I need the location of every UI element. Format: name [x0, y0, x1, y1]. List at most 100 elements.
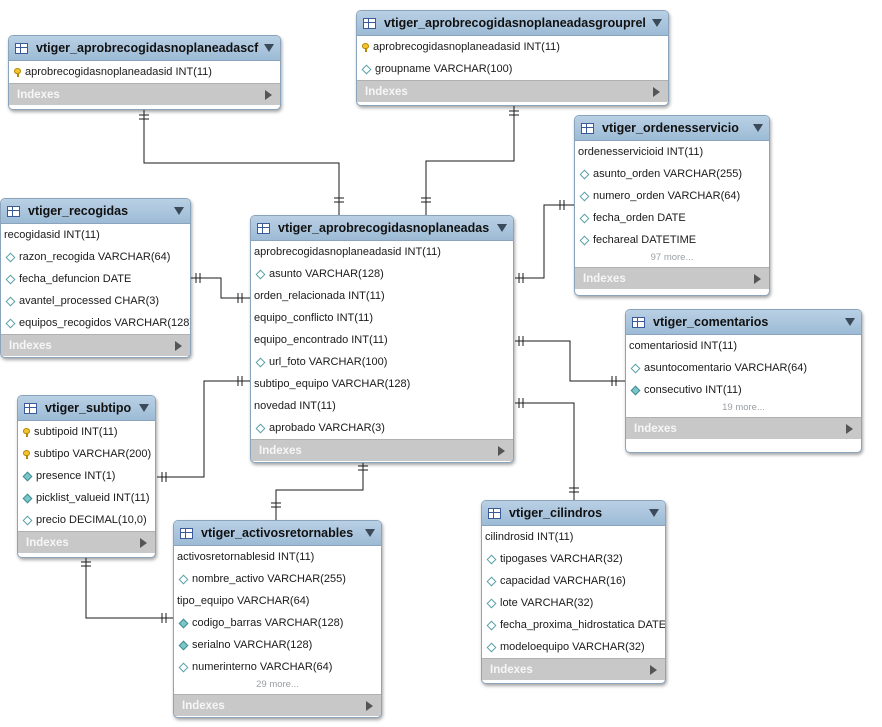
column-row[interactable]: equipo_conflicto INT(11) [251, 307, 513, 329]
table-menu-icon[interactable] [649, 509, 659, 517]
column-row[interactable]: subtipo VARCHAR(200) [18, 443, 155, 465]
column-label: serialno VARCHAR(128) [192, 639, 313, 651]
table-icon [632, 316, 645, 328]
more-columns-link[interactable]: 29 more... [256, 679, 299, 690]
column-row[interactable]: tipogases VARCHAR(32) [482, 548, 665, 570]
expand-arrow-icon[interactable] [498, 445, 505, 456]
column-row[interactable]: subtipoid INT(11) [18, 421, 155, 443]
table-header[interactable]: vtiger_cilindros [482, 501, 665, 526]
column-row[interactable]: modeloequipo VARCHAR(32) [482, 636, 665, 658]
table-menu-icon[interactable] [652, 19, 662, 27]
column-row[interactable]: url_foto VARCHAR(100) [251, 351, 513, 373]
table-header[interactable]: vtiger_subtipo [18, 396, 155, 421]
column-row[interactable]: fecha_proxima_hidrostatica DATE [482, 614, 665, 636]
more-columns-link[interactable]: 97 more... [650, 252, 694, 263]
column-row[interactable]: equipos_recogidos VARCHAR(128) [1, 312, 190, 334]
expand-arrow-icon[interactable] [265, 89, 272, 100]
column-row[interactable]: avantel_processed CHAR(3) [1, 290, 190, 312]
indexes-bar[interactable]: Indexes [626, 417, 861, 439]
indexes-bar[interactable]: Indexes [357, 80, 668, 102]
column-row[interactable]: asuntocomentario VARCHAR(64) [626, 357, 861, 379]
relationship-ordenes-main [515, 204, 575, 279]
table-comentarios[interactable]: vtiger_comentarios comentariosid INT(11)… [625, 309, 862, 453]
column-row[interactable]: orden_relacionada INT(11) [251, 285, 513, 307]
column-row[interactable]: equipo_encontrado INT(11) [251, 329, 513, 351]
column-row[interactable]: activosretornablesid INT(11) [174, 546, 381, 568]
expand-arrow-icon[interactable] [846, 423, 853, 434]
column-row[interactable]: aprobrecogidasnoplaneadasid INT(11) [9, 61, 280, 83]
column-row[interactable]: subtipo_equipo VARCHAR(128) [251, 373, 513, 395]
expand-arrow-icon[interactable] [175, 340, 182, 351]
column-row[interactable]: precio DECIMAL(10,0) [18, 509, 155, 531]
column-label: url_foto VARCHAR(100) [269, 356, 388, 368]
column-row[interactable]: groupname VARCHAR(100) [357, 58, 668, 80]
table-menu-icon[interactable] [497, 224, 507, 232]
expand-arrow-icon[interactable] [366, 700, 373, 711]
table-subtipo[interactable]: vtiger_subtipo subtipoid INT(11)subtipo … [17, 395, 156, 558]
column-row[interactable]: fechareal DATETIME [575, 229, 769, 251]
indexes-bar[interactable]: Indexes [18, 531, 155, 553]
column-row[interactable]: fecha_defuncion DATE [1, 268, 190, 290]
indexes-bar[interactable]: Indexes [482, 658, 665, 680]
table-aprobrecogidasnoplaneadasgrouprel[interactable]: vtiger_aprobrecogidasnoplaneadasgrouprel… [356, 10, 669, 106]
column-row[interactable]: picklist_valueid INT(11) [18, 487, 155, 509]
column-row[interactable]: numero_orden VARCHAR(64) [575, 185, 769, 207]
column-row[interactable]: recogidasid INT(11) [1, 224, 190, 246]
indexes-bar[interactable]: Indexes [251, 439, 513, 461]
table-aprobrecogidasnoplaneadas[interactable]: vtiger_aprobrecogidasnoplaneadas aprobre… [250, 215, 514, 463]
column-row[interactable]: tipo_equipo VARCHAR(64) [174, 590, 381, 612]
more-columns-link[interactable]: 19 more... [722, 402, 765, 413]
table-header[interactable]: vtiger_aprobrecogidasnoplaneadas [251, 216, 513, 241]
column-row[interactable]: numerinterno VARCHAR(64) [174, 656, 381, 678]
column-row[interactable]: fecha_orden DATE [575, 207, 769, 229]
expand-arrow-icon[interactable] [754, 273, 761, 284]
table-menu-icon[interactable] [264, 44, 274, 52]
column-row[interactable]: asunto_orden VARCHAR(255) [575, 163, 769, 185]
table-menu-icon[interactable] [365, 529, 375, 537]
column-row[interactable]: consecutivo INT(11) [626, 379, 861, 401]
column-diamond-icon [486, 554, 497, 564]
column-label: codigo_barras VARCHAR(128) [192, 617, 344, 629]
table-menu-icon[interactable] [174, 207, 184, 215]
column-row[interactable]: aprobado VARCHAR(3) [251, 417, 513, 439]
column-row[interactable]: ordenesservicioid INT(11) [575, 141, 769, 163]
column-row[interactable]: lote VARCHAR(32) [482, 592, 665, 614]
column-diamond-icon [579, 235, 590, 245]
table-aprobrecogidasnoplaneadascf[interactable]: vtiger_aprobrecogidasnoplaneadascf aprob… [8, 35, 281, 110]
column-row[interactable]: capacidad VARCHAR(16) [482, 570, 665, 592]
primary-key-icon [14, 67, 21, 77]
table-header[interactable]: vtiger_aprobrecogidasnoplaneadascf [9, 36, 280, 61]
table-menu-icon[interactable] [845, 318, 855, 326]
expand-arrow-icon[interactable] [140, 537, 147, 548]
indexes-bar[interactable]: Indexes [575, 267, 769, 289]
column-row[interactable]: asunto VARCHAR(128) [251, 263, 513, 285]
table-header[interactable]: vtiger_comentarios [626, 310, 861, 335]
table-ordenesservicio[interactable]: vtiger_ordenesservicio ordenesservicioid… [574, 115, 770, 296]
column-row[interactable]: razon_recogida VARCHAR(64) [1, 246, 190, 268]
table-activosretornables[interactable]: vtiger_activosretornables activosretorna… [173, 520, 382, 718]
table-cilindros[interactable]: vtiger_cilindros cilindrosid INT(11)tipo… [481, 500, 666, 684]
column-row[interactable]: nombre_activo VARCHAR(255) [174, 568, 381, 590]
column-row[interactable]: cilindrosid INT(11) [482, 526, 665, 548]
table-header[interactable]: vtiger_ordenesservicio [575, 116, 769, 141]
column-row[interactable]: aprobrecogidasnoplaneadasid INT(11) [251, 241, 513, 263]
table-header[interactable]: vtiger_aprobrecogidasnoplaneadasgrouprel [357, 11, 668, 36]
indexes-bar[interactable]: Indexes [1, 334, 190, 356]
indexes-bar[interactable]: Indexes [174, 694, 381, 716]
column-row[interactable]: aprobrecogidasnoplaneadasid INT(11) [357, 36, 668, 58]
table-header[interactable]: vtiger_recogidas [1, 199, 190, 224]
table-header[interactable]: vtiger_activosretornables [174, 521, 381, 546]
indexes-bar[interactable]: Indexes [9, 83, 280, 105]
expand-arrow-icon[interactable] [650, 664, 657, 675]
column-row[interactable]: presence INT(1) [18, 465, 155, 487]
table-menu-icon[interactable] [139, 404, 149, 412]
column-row[interactable]: comentariosid INT(11) [626, 335, 861, 357]
table-recogidas[interactable]: vtiger_recogidas recogidasid INT(11)razo… [0, 198, 191, 358]
column-row[interactable]: novedad INT(11) [251, 395, 513, 417]
column-diamond-icon [5, 274, 16, 284]
table-icon [488, 507, 501, 519]
column-row[interactable]: serialno VARCHAR(128) [174, 634, 381, 656]
expand-arrow-icon[interactable] [653, 86, 660, 97]
column-row[interactable]: codigo_barras VARCHAR(128) [174, 612, 381, 634]
table-menu-icon[interactable] [753, 124, 763, 132]
